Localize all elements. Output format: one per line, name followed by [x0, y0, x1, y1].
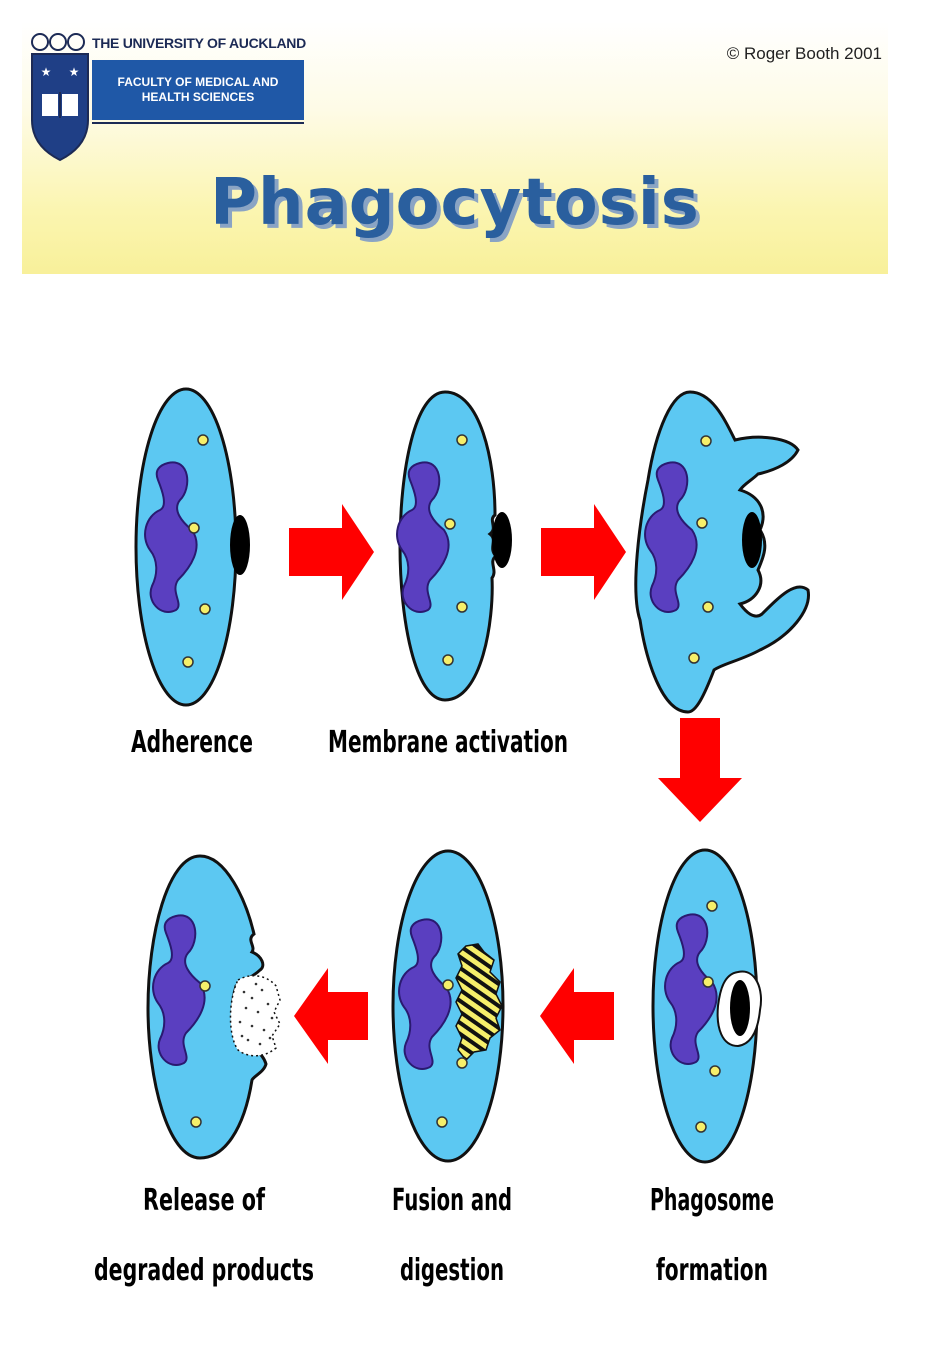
stage-adherence — [134, 387, 250, 707]
label-phagosome-line1: Phagosome — [650, 1183, 774, 1218]
stage-release — [146, 854, 281, 1160]
label-adherence: Adherence — [131, 725, 253, 760]
granule — [442, 654, 454, 666]
red-block-arrow-icon — [294, 968, 368, 1064]
particle — [230, 515, 250, 575]
granule — [182, 656, 194, 668]
debris-dots — [238, 982, 274, 1046]
faculty-underline — [92, 122, 304, 124]
granule — [702, 976, 714, 988]
red-block-arrow-icon — [541, 504, 626, 600]
copyright-notice: © Roger Booth 2001 — [726, 44, 882, 63]
granule — [456, 434, 468, 446]
granule — [188, 522, 200, 534]
stage-phagosome-formation — [651, 848, 762, 1164]
red-block-arrow-icon — [540, 968, 614, 1064]
granule — [700, 435, 712, 447]
slide-header: ★ ★ THE UNIVERSITY OF AUCKLAND FACULTY O… — [22, 22, 888, 274]
label-fusion-line1: Fusion and — [392, 1183, 512, 1218]
granule — [456, 1057, 468, 1069]
svg-text:★: ★ — [69, 65, 80, 79]
granule — [702, 601, 714, 613]
stage-pseudopod-engulfment — [634, 390, 810, 714]
degraded-products — [229, 974, 281, 1057]
faculty-line-1: FACULTY OF MEDICAL AND — [117, 75, 279, 89]
particle — [730, 980, 750, 1036]
particle — [492, 512, 512, 568]
granule — [444, 518, 456, 530]
granule — [197, 434, 209, 446]
granule — [688, 652, 700, 664]
page-title: Phagocytosis — [210, 166, 700, 240]
nucleus — [664, 913, 718, 1065]
granule — [706, 900, 718, 912]
granule — [695, 1121, 707, 1133]
label-release-line1: Release of — [143, 1183, 266, 1218]
stage-fusion-digestion — [391, 849, 505, 1163]
granule — [199, 603, 211, 615]
label-phagosome-line2: formation — [656, 1253, 768, 1288]
phagolysosome — [455, 943, 503, 1062]
university-crest-icon: ★ ★ — [31, 33, 89, 162]
nucleus — [144, 461, 198, 613]
nucleus — [644, 461, 698, 613]
label-fusion-line2: digestion — [400, 1253, 504, 1288]
nucleus — [398, 918, 452, 1070]
red-block-arrow-icon — [289, 504, 374, 600]
label-membrane-activation: Membrane activation — [328, 725, 568, 760]
faculty-line-2: HEALTH SCIENCES — [141, 90, 255, 104]
granule — [456, 601, 468, 613]
granule — [199, 980, 211, 992]
nucleus — [396, 461, 450, 613]
granule — [436, 1116, 448, 1128]
red-block-arrow-icon — [658, 718, 742, 822]
faculty-badge: FACULTY OF MEDICAL AND HEALTH SCIENCES — [92, 60, 304, 120]
granule — [442, 979, 454, 991]
label-release-line2: degraded products — [94, 1253, 314, 1288]
stage-membrane-activation — [396, 390, 512, 702]
granule — [696, 517, 708, 529]
svg-text:★: ★ — [41, 65, 52, 79]
nucleus — [152, 914, 206, 1066]
granule — [190, 1116, 202, 1128]
granule — [709, 1065, 721, 1077]
university-name: THE UNIVERSITY OF AUCKLAND — [92, 35, 306, 51]
particle — [742, 512, 762, 568]
